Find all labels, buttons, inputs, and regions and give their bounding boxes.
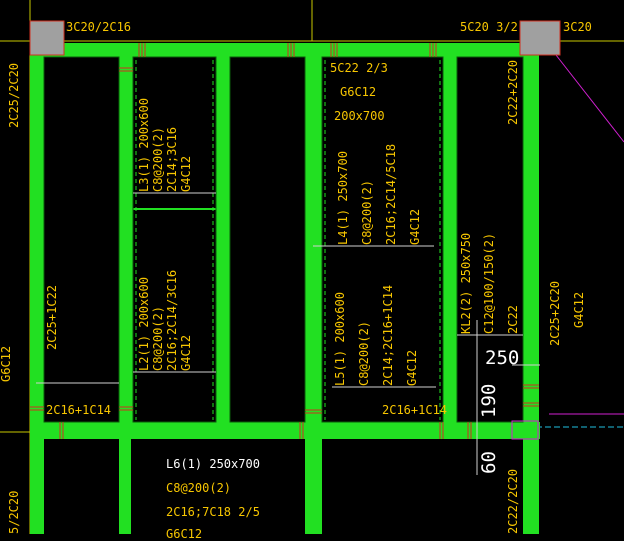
- l6-side-label: G6C12: [166, 527, 203, 541]
- beam-col-a: [30, 43, 44, 534]
- beam-label-left: 2C25/2C20: [7, 62, 21, 128]
- beam-label-lower-left: 5/2C20: [7, 490, 21, 534]
- bay3-top-size-label: 200x700: [334, 109, 385, 123]
- l5-side-label: G4C12: [405, 349, 419, 386]
- magenta-guide: [549, 54, 624, 415]
- l6-stirrup-label: C8@200(2): [166, 481, 232, 495]
- beam-col-c: [216, 43, 230, 439]
- l2-rebar-label: 2C16;2C14/3C16: [165, 269, 179, 371]
- beam-top: [30, 43, 538, 57]
- kl2-size-label: KL2(2) 250x750: [459, 232, 473, 334]
- l3-stirrup-label: C8@200(2): [151, 126, 165, 192]
- right-beam-top-label: 2C22+2C20: [506, 59, 520, 125]
- dimension-250: 250: [485, 347, 520, 369]
- beam-col-d: [305, 43, 322, 534]
- dashed-outlines: [135, 60, 441, 420]
- right-beam-side-label: G4C12: [572, 291, 586, 328]
- l6-size-label: L6(1) 250x700: [166, 457, 260, 471]
- l4-size-label: L4(1) 250x700: [336, 151, 350, 245]
- l3-size-label: L3(1) 200x600: [137, 98, 151, 192]
- column-label-top-right-a: 5C20 3/2: [460, 20, 518, 34]
- column-label-top-right-b: 3C20: [563, 20, 592, 34]
- column-label-top-left: 3C20/2C16: [66, 20, 132, 34]
- column-top-right: [519, 20, 561, 56]
- dimension-190: 190: [478, 383, 500, 418]
- beam-col-f: [523, 43, 539, 534]
- l5-stirrup-label: C8@200(2): [357, 320, 371, 386]
- beam-edges: [43, 56, 524, 423]
- beam-label-bay1-bottom: 2C16+1C14: [46, 403, 112, 417]
- beam-label-cut-left: G6C12: [0, 345, 13, 382]
- beam-label-bay1-right: 2C25+1C22: [45, 284, 59, 350]
- bay3-top-rebar-label: 5C22 2/3: [330, 61, 388, 75]
- leader-lines: [36, 192, 540, 475]
- beam-mid-bay2: [133, 208, 216, 210]
- column-top-left: [29, 20, 65, 56]
- l2-side-label: G4C12: [179, 334, 193, 371]
- l5-size-label: L5(1) 200x600: [333, 292, 347, 386]
- right-beam-mid-label: 2C25+2C20: [548, 280, 562, 346]
- kl2-rebar-label: 2C22: [506, 305, 520, 334]
- beams[interactable]: [30, 43, 540, 534]
- bay3-top-side-label: G6C12: [340, 85, 377, 99]
- l2-stirrup-label: C8@200(2): [151, 305, 165, 371]
- l3-side-label: G4C12: [179, 155, 193, 192]
- right-beam-lower-label: 2C22/2C20: [506, 468, 520, 534]
- beam-col-b: [119, 43, 133, 439]
- dimension-60: 60: [478, 451, 500, 474]
- columns[interactable]: [29, 20, 561, 440]
- kl2-stirrup-label: C12@100/150(2): [482, 232, 496, 334]
- column-bottom-right: [511, 420, 539, 440]
- beam-col-e: [443, 43, 457, 439]
- l6-rebar-label: 2C16;7C18 2/5: [166, 505, 260, 519]
- beam-col-b-lower: [119, 439, 131, 534]
- l4-side-label: G4C12: [408, 208, 422, 245]
- l4-stirrup-label: C8@200(2): [360, 179, 374, 245]
- joint-ticks: [30, 43, 539, 439]
- l3-rebar-label: 2C14;3C16: [165, 126, 179, 192]
- l5-rebar-label: 2C14;2C16+1C14: [381, 284, 395, 386]
- l4-rebar-label: 2C16;2C14/5C18: [384, 143, 398, 245]
- beam-bottom: [30, 422, 540, 439]
- bay3-bottom-label: 2C16+1C14: [382, 403, 448, 417]
- l2-size-label: L2(1) 200x600: [137, 277, 151, 371]
